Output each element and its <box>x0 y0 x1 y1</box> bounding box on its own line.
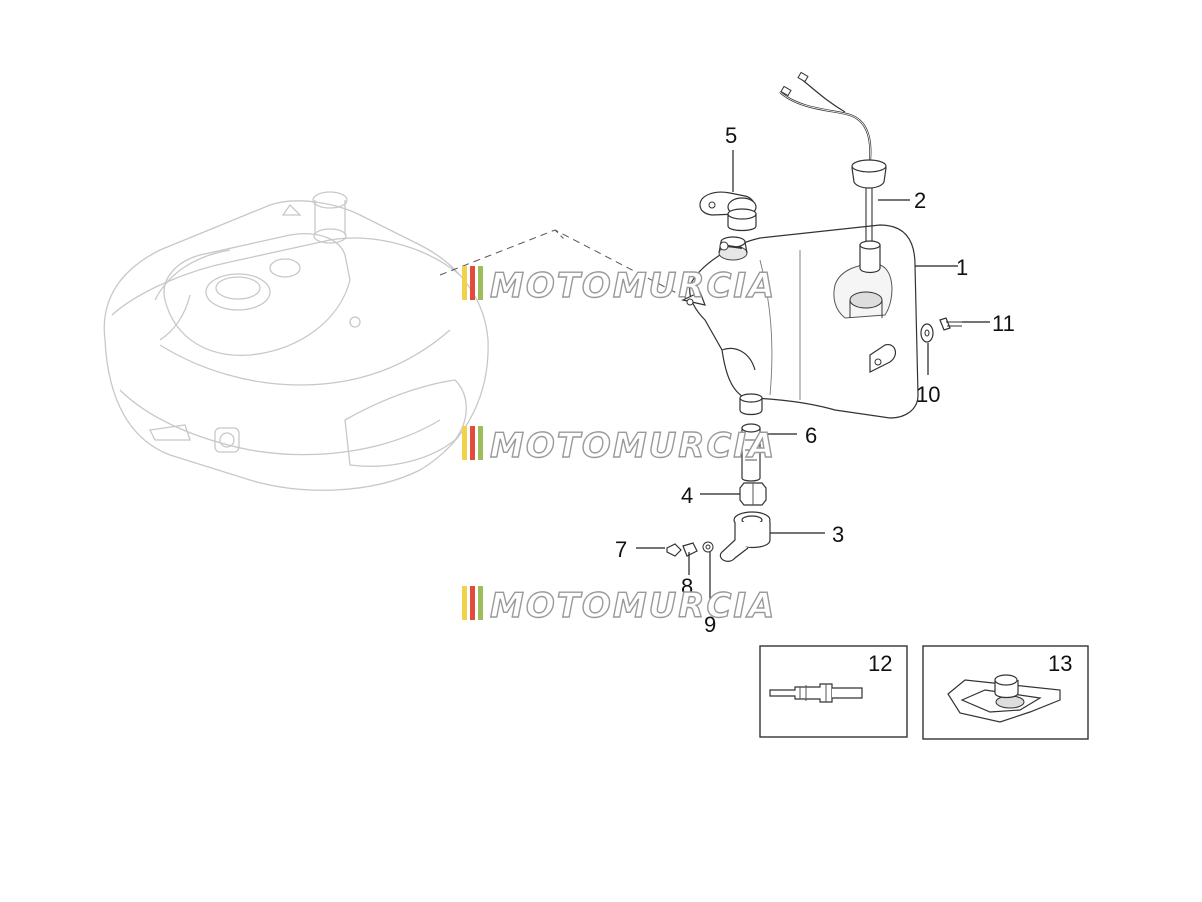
watermark-stripe-red <box>470 426 475 460</box>
small-fittings <box>666 541 714 557</box>
callout-5: 5 <box>725 123 737 148</box>
watermark-stripe-red <box>470 266 475 300</box>
watermark-stripe-yellow <box>462 426 467 460</box>
level-sensor <box>779 71 887 274</box>
watermark-stripe-red <box>470 586 475 620</box>
oil-reservoir <box>681 224 919 419</box>
hex-nut <box>739 482 767 506</box>
elbow-fitting <box>719 511 771 562</box>
watermark-text: MOTOMURCIA <box>490 586 776 626</box>
cap-screw <box>719 241 743 251</box>
callout-8: 8 <box>681 574 693 599</box>
watermark-bottom: MOTOMURCIA <box>462 585 776 627</box>
watermark-middle: MOTOMURCIA <box>462 425 776 467</box>
outlet-hose <box>741 423 761 482</box>
watermark-text: MOTOMURCIA <box>490 266 776 306</box>
watermark-stripe-yellow <box>462 586 467 620</box>
callout-10: 10 <box>916 382 940 407</box>
watermark-text: MOTOMURCIA <box>490 426 776 466</box>
speed-clip-nut <box>947 674 1061 723</box>
callout-12: 12 <box>868 651 892 676</box>
watermark-stripe-yellow <box>462 266 467 300</box>
inline-filter <box>769 683 863 703</box>
washer-and-bolt <box>920 317 962 343</box>
fuel-tank-ghost <box>103 191 489 491</box>
callout-9: 9 <box>704 612 716 637</box>
inset-box-13: 13 <box>922 645 1089 740</box>
callout-6: 6 <box>805 423 817 448</box>
inset-box-12: 12 <box>759 645 908 738</box>
leader-lines <box>636 150 990 612</box>
callout-labels: 1 2 3 4 5 6 7 8 9 10 11 <box>615 123 1015 637</box>
callout-13: 13 <box>1048 651 1072 676</box>
filler-cap <box>699 191 757 232</box>
watermark-stripe-green <box>478 426 483 460</box>
callout-1: 1 <box>956 255 968 280</box>
callout-3: 3 <box>832 522 844 547</box>
watermark-stripe-green <box>478 586 483 620</box>
watermark-top: MOTOMURCIA <box>462 265 776 307</box>
watermark-stripe-green <box>478 266 483 300</box>
callout-4: 4 <box>681 483 693 508</box>
callout-11: 11 <box>992 311 1015 336</box>
callout-2: 2 <box>914 188 926 213</box>
callout-7: 7 <box>615 537 627 562</box>
